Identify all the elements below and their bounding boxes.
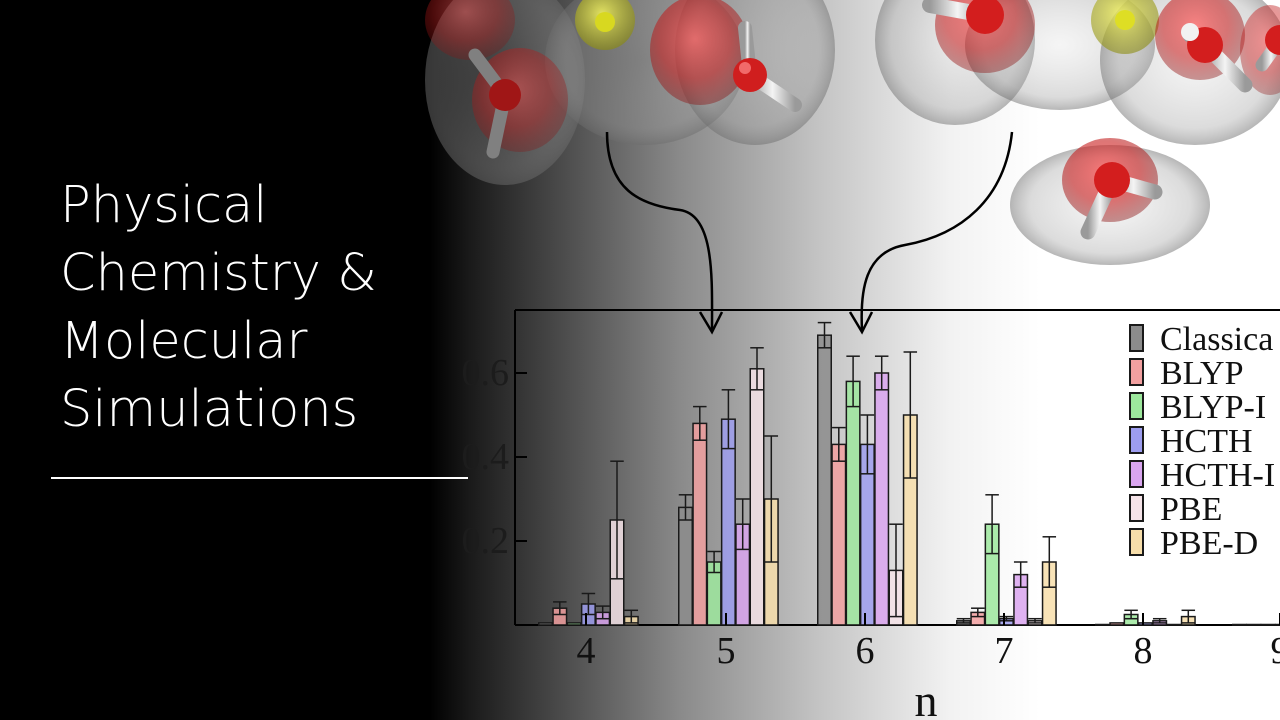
bar [1246,623,1262,626]
legend-label: BLYP-I [1160,389,1266,426]
arrow-icon [698,311,724,335]
bar [874,372,890,626]
y-tick-label: 0.2 [462,520,510,562]
title-line: Simulations [60,380,359,439]
bar [538,622,553,626]
bar [845,380,861,626]
oxygen-density [650,0,750,105]
chart-bars [538,321,1280,626]
ion-core [1115,10,1135,30]
bar [678,506,693,626]
water-molecule-icon [468,48,521,159]
bar [831,443,847,626]
arrow-icon [605,131,714,331]
bar [749,368,765,626]
bar [1274,623,1280,626]
bar [1109,622,1125,626]
legend-label: PBE [1160,491,1222,528]
chart-axes: 0.2 0.4 0.6 4 5 6 7 8 9 n [462,352,1280,720]
bar [817,334,832,626]
bar [1095,623,1110,626]
legend-swatch [1129,528,1144,556]
oxygen-density [1240,5,1280,95]
x-tick-label: 7 [995,630,1014,672]
title-divider [51,477,468,479]
bar [1166,623,1182,626]
slide-title: Physical Chemistry & Molecular Simulatio… [60,172,440,444]
legend-label: Classica [1160,321,1273,358]
legend-swatch [1129,358,1144,386]
water-molecule-icon [922,0,1004,60]
x-tick-label: 5 [717,630,736,672]
x-axis-label: n [915,675,938,720]
bar [566,622,582,626]
oxygen-density [425,0,515,60]
x-tick-label: 4 [577,630,596,672]
y-tick-label: 0.6 [462,352,510,394]
water-molecule-icon [733,21,802,112]
bar [1232,623,1247,626]
bar [720,418,736,626]
x-tick-label: 8 [1134,630,1153,672]
legend-swatch [1129,494,1144,522]
legend-label: HCTH [1160,423,1253,460]
legend-swatch [1129,460,1144,488]
water-cluster-render [425,0,1280,335]
legend-label: BLYP [1160,355,1244,392]
water-molecule-icon [1181,23,1253,93]
arrow-icon [860,131,1014,331]
water-molecule-icon [1080,162,1163,240]
bar [692,422,708,626]
legend-label: PBE-D [1160,525,1258,562]
bar [1260,623,1276,626]
ion-core [595,12,615,32]
bar-chart: 0.2 0.4 0.6 4 5 6 7 8 9 n ClassicaBLYPBLYP-IHCTHH… [462,309,1280,720]
water-molecule-icon [1255,25,1280,72]
title-line: Molecular [60,312,308,371]
bar [1137,622,1153,626]
legend-swatch [1129,426,1144,454]
title-line: Physical [60,176,268,235]
x-tick-label: 6 [856,630,875,672]
legend-label: HCTH-I [1160,457,1275,494]
arrow-icon [848,311,874,335]
legend-swatch [1129,392,1144,420]
y-tick-label: 0.4 [462,436,510,478]
title-line: Chemistry & [60,244,377,303]
x-tick-label: 9 [1271,630,1280,672]
legend-swatch [1129,324,1144,352]
